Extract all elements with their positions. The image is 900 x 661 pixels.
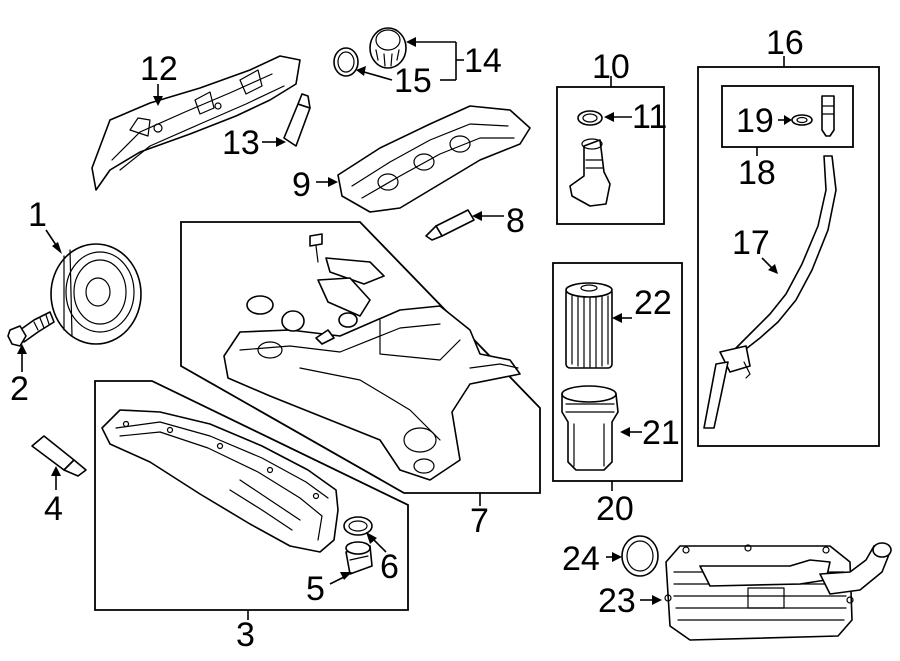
callout-9: 9 [292, 166, 311, 204]
callout-6: 6 [380, 548, 399, 586]
callout-7: 7 [470, 502, 489, 540]
oil-cooler-part [664, 542, 892, 641]
callout-13: 13 [222, 124, 260, 162]
dipstick-group-frame [697, 66, 880, 447]
callout-23: 23 [598, 582, 636, 620]
filter-group-frame [552, 262, 683, 482]
pulley-bolt-part [7, 311, 55, 347]
callout-2: 2 [10, 370, 29, 408]
callout-5: 5 [306, 570, 325, 608]
oil-cap-part [369, 27, 407, 69]
lower-oil-pan-group-frame [94, 380, 409, 611]
callout-19: 19 [736, 102, 774, 140]
head-cover-part [91, 55, 301, 191]
sealant-tube-4-part [31, 435, 87, 477]
callout-18: 18 [738, 154, 776, 192]
callout-1: 1 [28, 196, 47, 234]
cooler-seal-part [621, 535, 659, 577]
callout-15: 15 [394, 62, 432, 100]
filter-housing-part [561, 385, 619, 471]
sealant-tube-8-part [425, 209, 475, 241]
cap-seal-part [333, 47, 359, 77]
callout-24: 24 [562, 540, 600, 578]
drain-washer-part [343, 516, 373, 536]
lower-oil-pan-part [101, 409, 339, 553]
crankshaft-pulley-part [50, 243, 142, 345]
callout-17: 17 [732, 224, 770, 262]
callout-20: 20 [596, 490, 634, 528]
dipstick-tube-part [703, 155, 837, 429]
callout-14: 14 [464, 42, 502, 80]
callout-10: 10 [592, 48, 630, 86]
adapter-seal-part [577, 110, 603, 126]
callout-22: 22 [634, 284, 672, 322]
drain-plug-part [345, 541, 373, 575]
tube-seal-group-frame [721, 85, 854, 148]
callout-12: 12 [140, 50, 178, 88]
guide-tube-end-part [821, 95, 835, 137]
callout-4: 4 [44, 490, 63, 528]
upper-oil-pan-group-frame [180, 221, 541, 494]
tube-seal-part [791, 114, 813, 126]
callout-8: 8 [506, 202, 525, 240]
callout-11: 11 [632, 98, 667, 136]
callout-3: 3 [236, 616, 255, 654]
cover-gasket-part [337, 105, 531, 213]
upper-oil-pan-part [223, 233, 521, 481]
oil-adapter-part [569, 138, 611, 207]
callout-21: 21 [642, 414, 680, 452]
callout-16: 16 [766, 24, 804, 62]
filter-element-part [565, 282, 613, 369]
sealant-tube-13-part [283, 93, 311, 147]
